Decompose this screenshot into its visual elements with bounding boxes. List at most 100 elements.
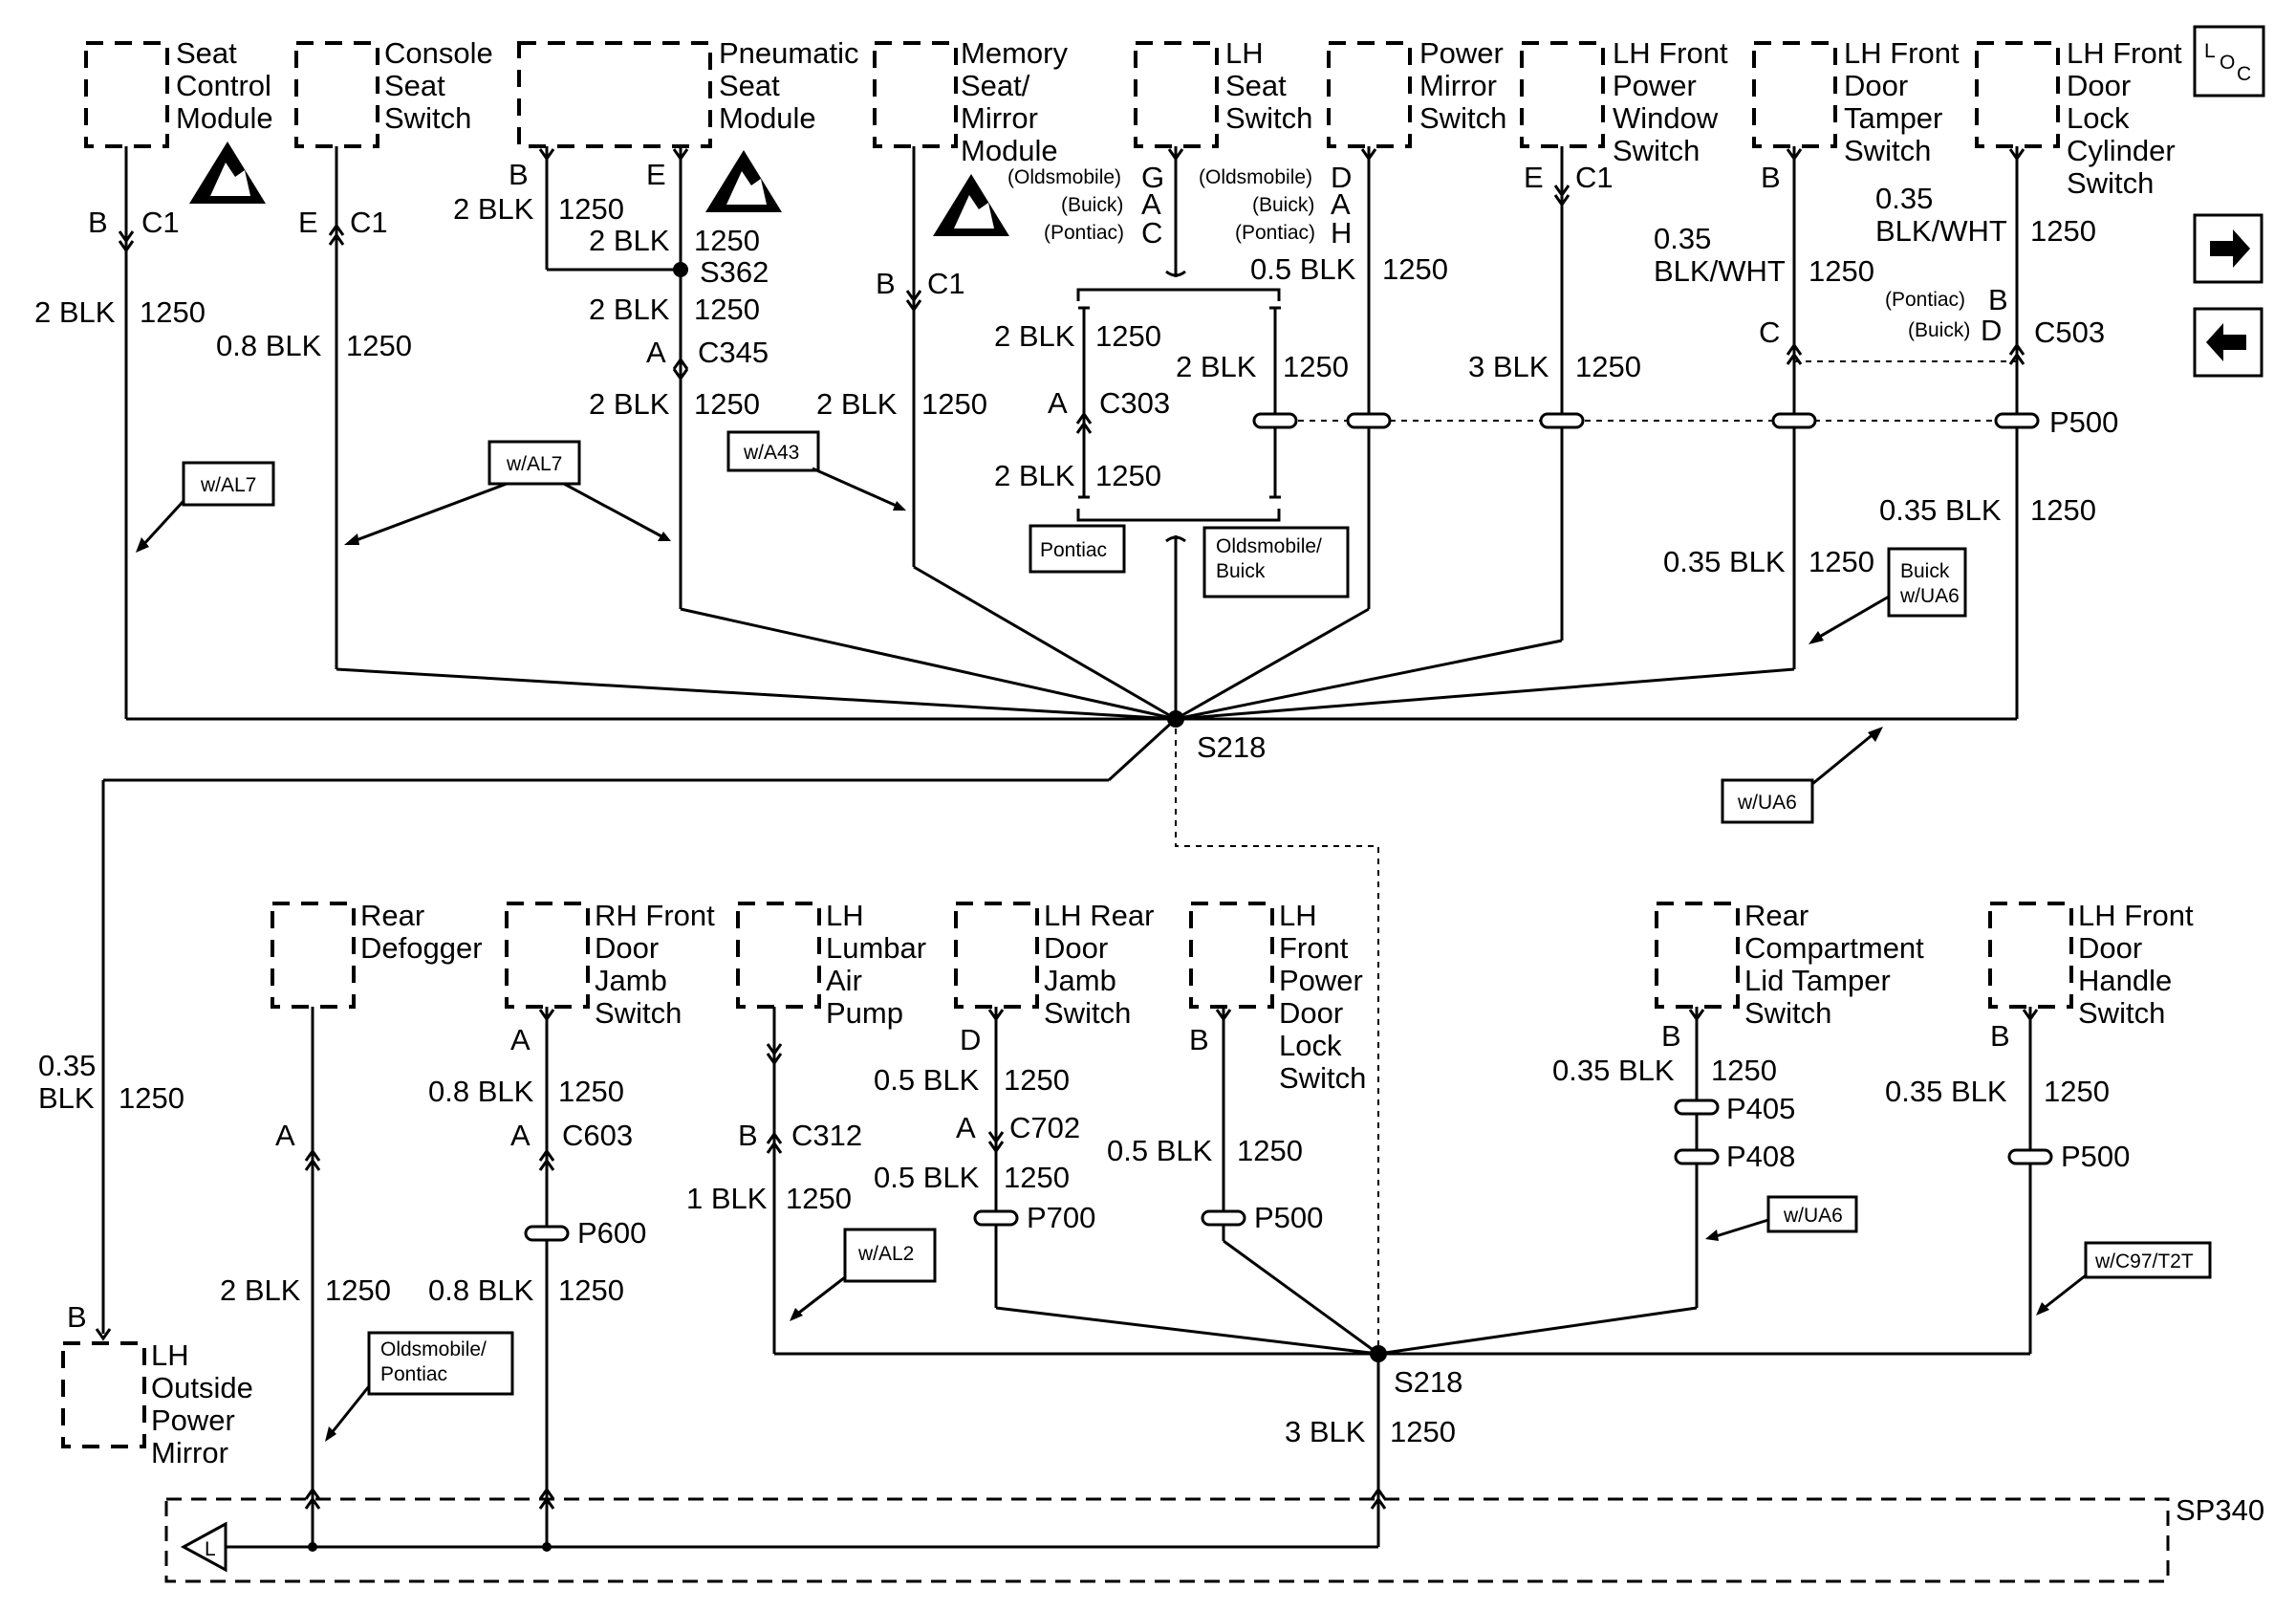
pin-label: B <box>1988 283 2008 316</box>
connector-label: P600 <box>577 1216 646 1250</box>
loc-letter: O <box>2220 52 2235 74</box>
wire-label: 0.5 BLK <box>1107 1134 1213 1167</box>
wire-label: 0.35 BLK <box>1879 493 2002 527</box>
brand-label: (Pontiac) <box>1044 222 1124 244</box>
pin-label: B <box>876 267 896 300</box>
pin-label: B <box>88 206 108 239</box>
circuit-label: 1250 <box>558 192 624 226</box>
tag-label: w/AL7 <box>506 453 562 475</box>
tag-label: w/A43 <box>743 442 799 464</box>
pin-label: B <box>738 1119 758 1152</box>
wire-label: 0.8 BLK <box>216 329 322 362</box>
esd-warning-icon <box>189 141 266 204</box>
pin-label: A <box>1331 187 1351 221</box>
loc-letter: L <box>2204 40 2216 62</box>
arrow-right-icon[interactable] <box>2193 213 2264 284</box>
circuit-label: 1250 <box>1382 252 1448 286</box>
brand-label: (Buick) <box>1252 194 1314 216</box>
p500-connectors <box>1252 412 2040 429</box>
connector-label: C1 <box>350 206 388 239</box>
tag-label: Pontiac <box>1040 539 1107 561</box>
pin-label: A <box>510 1119 531 1152</box>
brand-label: (Buick) <box>1908 319 1970 341</box>
splice-s218 <box>1167 710 1184 728</box>
pin-label: B <box>1990 1019 2010 1053</box>
circuit-label: 1250 <box>1283 350 1349 383</box>
component-box <box>84 41 169 148</box>
pin-label: A <box>956 1111 976 1144</box>
circuit-label: 1250 <box>694 224 760 257</box>
circuit-label: 1250 <box>140 295 206 329</box>
circuit-label: 1250 <box>2030 493 2096 527</box>
wire-label: 3 BLK <box>1468 350 1549 383</box>
pin-label: B <box>1189 1023 1209 1056</box>
wire-label: 2 BLK <box>34 295 116 329</box>
pin-label: A <box>646 336 666 369</box>
tag-label: Oldsmobile/Buick <box>1216 535 1322 582</box>
ground-icon: L <box>180 1521 227 1573</box>
tag-label: w/AL7 <box>200 474 256 496</box>
wire-label: 0.35 <box>38 1049 96 1082</box>
tag-label: w/C97/T2T <box>2094 1251 2194 1273</box>
tag-label: w/UA6 <box>1737 792 1797 814</box>
connector-label: P500 <box>2049 405 2118 439</box>
brand-label: (Pontiac) <box>1235 222 1315 244</box>
pin-label: D <box>960 1023 981 1056</box>
circuit-label: 1250 <box>558 1075 624 1108</box>
option-tags-bottom: Oldsmobile/Pontiac w/AL2 w/UA6 w/C97/T2T <box>325 1195 2212 1442</box>
wire-label: 2 BLK <box>589 224 670 257</box>
splice-s362 <box>673 262 688 277</box>
circuit-label: 1250 <box>1575 350 1641 383</box>
wire-label: 0.5 BLK <box>874 1063 980 1097</box>
component-box <box>1752 41 1837 148</box>
wire-label: 2 BLK <box>589 387 670 421</box>
pin-label: D <box>1981 314 2002 347</box>
tag-label: w/AL2 <box>857 1243 914 1265</box>
component-box <box>294 41 379 148</box>
brand-label: (Oldsmobile) <box>1007 166 1121 188</box>
wire-label: BLK <box>38 1081 95 1115</box>
component-box <box>1520 41 1605 148</box>
ground-letter: L <box>205 1538 216 1560</box>
connector-label: P408 <box>1726 1140 1795 1173</box>
wire-label: 1 BLK <box>686 1182 768 1215</box>
loc-letter: C <box>2237 63 2251 85</box>
component-box <box>517 41 712 148</box>
loc-symbol: L O C <box>2193 25 2265 98</box>
pin-label: B <box>509 158 529 191</box>
connector-label: C1 <box>141 206 180 239</box>
arrow-left-icon[interactable] <box>2193 307 2264 378</box>
circuit-label: 1250 <box>1004 1063 1070 1097</box>
pin-label: B <box>1761 161 1781 194</box>
wire-label: 0.8 BLK <box>428 1075 534 1108</box>
circuit-label: 1250 <box>119 1081 184 1115</box>
pin-label: E <box>646 158 666 191</box>
wire-label: 2 BLK <box>994 319 1075 353</box>
splice-label: S362 <box>700 255 769 289</box>
tag-label: w/UA6 <box>1783 1205 1843 1227</box>
esd-warning-icon <box>933 174 1009 236</box>
pin-label: B <box>67 1300 87 1334</box>
circuit-label: 1250 <box>1711 1054 1777 1087</box>
wire-label: 2 BLK <box>994 459 1075 492</box>
circuit-label: 1250 <box>921 387 987 421</box>
circuit-label: 1250 <box>2030 214 2096 248</box>
circuit-label: 1250 <box>2044 1075 2110 1108</box>
component-box <box>1134 41 1219 148</box>
wire-label: 2 BLK <box>816 387 898 421</box>
wire-label: 2 BLK <box>453 192 534 226</box>
connector-label: C312 <box>791 1119 862 1152</box>
wire-label: 3 BLK <box>1285 1415 1366 1448</box>
brand-label: (Pontiac) <box>1885 289 1965 311</box>
top-components <box>84 41 2060 148</box>
circuit-label: 1250 <box>1004 1161 1070 1194</box>
pin-label: B <box>1661 1019 1681 1053</box>
